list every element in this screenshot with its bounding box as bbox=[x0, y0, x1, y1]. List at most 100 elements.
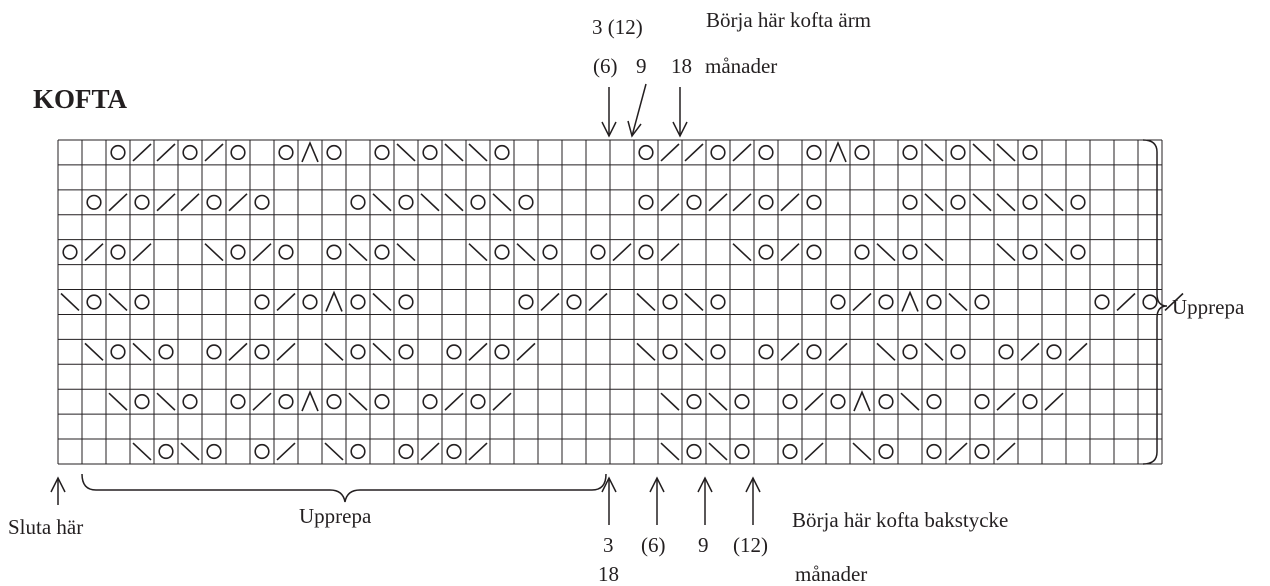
right-decrease-symbol bbox=[468, 442, 488, 461]
yarn-over-symbol bbox=[422, 394, 438, 410]
arrow-up-size-6 bbox=[649, 476, 665, 525]
right-decrease-symbol bbox=[1116, 292, 1136, 312]
right-decrease-symbol bbox=[732, 143, 752, 162]
yarn-over-symbol bbox=[1046, 344, 1062, 360]
right-decrease-symbol bbox=[276, 292, 296, 312]
yarn-over-symbol bbox=[518, 294, 534, 310]
right-decrease-symbol bbox=[660, 143, 680, 162]
right-decrease-symbol bbox=[828, 342, 848, 361]
yarn-over-symbol bbox=[638, 194, 654, 210]
yarn-over-symbol bbox=[1022, 144, 1038, 161]
left-decrease-symbol bbox=[660, 442, 680, 461]
right-decrease-symbol bbox=[228, 193, 248, 212]
left-decrease-symbol bbox=[372, 342, 392, 361]
double-decrease-symbol bbox=[829, 140, 847, 163]
yarn-over-symbol bbox=[398, 194, 414, 210]
left-decrease-symbol bbox=[972, 193, 992, 212]
yarn-over-symbol bbox=[110, 244, 126, 260]
yarn-over-symbol bbox=[950, 194, 966, 210]
yarn-over-symbol bbox=[134, 194, 150, 210]
yarn-over-symbol bbox=[998, 344, 1014, 360]
yarn-over-symbol bbox=[1070, 244, 1086, 260]
left-decrease-symbol bbox=[132, 442, 152, 461]
right-decrease-symbol bbox=[1020, 342, 1040, 361]
left-decrease-symbol bbox=[972, 143, 992, 162]
yarn-over-symbol bbox=[254, 294, 270, 310]
yarn-over-symbol bbox=[446, 443, 462, 460]
yarn-over-symbol bbox=[734, 394, 750, 410]
yarn-over-symbol bbox=[926, 294, 942, 310]
yarn-over-symbol bbox=[62, 244, 78, 260]
right-decrease-symbol bbox=[996, 392, 1016, 411]
left-decrease-symbol bbox=[420, 193, 440, 212]
yarn-over-symbol bbox=[254, 194, 270, 210]
left-decrease-symbol bbox=[636, 292, 656, 312]
right-decrease-symbol bbox=[252, 392, 272, 411]
yarn-over-symbol bbox=[662, 294, 678, 310]
left-decrease-symbol bbox=[204, 243, 224, 262]
yarn-over-symbol bbox=[422, 144, 438, 161]
yarn-over-symbol bbox=[134, 394, 150, 410]
yarn-over-symbol bbox=[710, 294, 726, 310]
arrow-up-size-3-18 bbox=[601, 476, 617, 525]
left-decrease-symbol bbox=[396, 143, 416, 162]
double-decrease-symbol bbox=[853, 390, 871, 412]
double-decrease-symbol bbox=[301, 140, 319, 163]
yarn-over-symbol bbox=[206, 344, 222, 360]
yarn-over-symbol bbox=[1022, 244, 1038, 260]
yarn-over-symbol bbox=[398, 294, 414, 310]
right-decrease-symbol bbox=[132, 243, 152, 262]
label-size-12-bottom: (12) bbox=[733, 533, 768, 557]
yarn-over-symbol bbox=[446, 344, 462, 360]
yarn-over-symbol bbox=[710, 344, 726, 360]
bottom-repeat-brace bbox=[81, 473, 607, 503]
left-decrease-symbol bbox=[708, 442, 728, 461]
left-decrease-symbol bbox=[516, 243, 536, 262]
yarn-over-symbol bbox=[950, 144, 966, 161]
left-decrease-symbol bbox=[876, 342, 896, 361]
yarn-over-symbol bbox=[902, 344, 918, 360]
yarn-over-symbol bbox=[518, 194, 534, 210]
yarn-over-symbol bbox=[974, 443, 990, 460]
yarn-over-symbol bbox=[1094, 294, 1110, 310]
yarn-over-symbol bbox=[494, 344, 510, 360]
right-decrease-symbol bbox=[780, 342, 800, 361]
yarn-over-symbol bbox=[182, 144, 198, 161]
left-decrease-symbol bbox=[948, 292, 968, 312]
left-decrease-symbol bbox=[324, 442, 344, 461]
yarn-over-symbol bbox=[110, 344, 126, 360]
left-decrease-symbol bbox=[924, 143, 944, 162]
right-decrease-symbol bbox=[108, 193, 128, 212]
yarn-over-symbol bbox=[158, 443, 174, 460]
yarn-over-symbol bbox=[398, 443, 414, 460]
yarn-over-symbol bbox=[1070, 194, 1086, 210]
yarn-over-symbol bbox=[878, 443, 894, 460]
left-decrease-symbol bbox=[852, 442, 872, 461]
yarn-over-symbol bbox=[638, 244, 654, 260]
yarn-over-symbol bbox=[470, 394, 486, 410]
label-size-9-bottom: 9 bbox=[698, 533, 709, 557]
yarn-over-symbol bbox=[782, 394, 798, 410]
yarn-over-symbol bbox=[758, 194, 774, 210]
left-decrease-symbol bbox=[444, 193, 464, 212]
left-decrease-symbol bbox=[60, 292, 80, 312]
yarn-over-symbol bbox=[686, 394, 702, 410]
yarn-over-symbol bbox=[806, 194, 822, 210]
yarn-over-symbol bbox=[830, 394, 846, 410]
left-decrease-symbol bbox=[348, 392, 368, 411]
yarn-over-symbol bbox=[158, 344, 174, 360]
yarn-over-symbol bbox=[230, 394, 246, 410]
left-decrease-symbol bbox=[108, 292, 128, 312]
left-decrease-symbol bbox=[924, 193, 944, 212]
label-repeat-right: Upprepa bbox=[1172, 295, 1245, 319]
right-decrease-symbol bbox=[948, 442, 968, 461]
yarn-over-symbol bbox=[206, 194, 222, 210]
left-decrease-symbol bbox=[900, 392, 920, 411]
yarn-over-symbol bbox=[350, 194, 366, 210]
arrow-down-size-18 bbox=[672, 87, 688, 138]
right-decrease-symbol bbox=[852, 292, 872, 312]
yarn-over-symbol bbox=[902, 194, 918, 210]
left-decrease-symbol bbox=[996, 243, 1016, 262]
arrow-up-size-12 bbox=[745, 476, 761, 525]
right-decrease-symbol bbox=[804, 392, 824, 411]
